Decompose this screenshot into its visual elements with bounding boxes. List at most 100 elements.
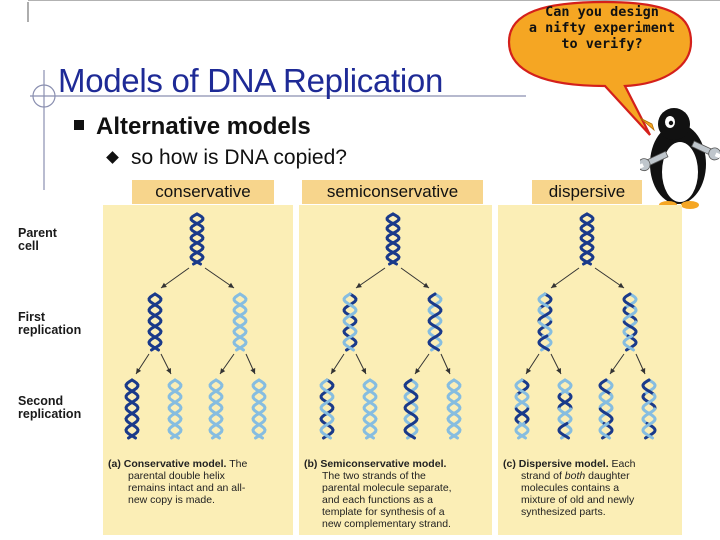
dna-strand — [557, 407, 573, 425]
dna-strand — [342, 292, 358, 352]
arrow-head — [445, 368, 451, 374]
dna-strand — [147, 292, 163, 352]
dna-strand — [642, 378, 657, 396]
row-label-line: replication — [18, 407, 82, 421]
dna-strand — [537, 306, 553, 324]
dna-strand — [641, 407, 657, 425]
dna-strand — [167, 378, 183, 440]
dna-strand — [208, 378, 224, 440]
row-label-line: cell — [18, 239, 39, 253]
arrow-head — [250, 368, 256, 374]
caption-line: strand of both daughter — [503, 470, 681, 482]
caption-line: new copy is made. — [128, 494, 215, 506]
caption-line: (c) Dispersive model. Each — [503, 458, 636, 470]
row-label-second: Second replication — [18, 395, 100, 421]
dna-strand — [514, 407, 530, 425]
caption-tag: (a) — [108, 458, 121, 470]
penguin-icon — [640, 108, 720, 209]
dna-strand — [599, 378, 614, 396]
arrow-head — [556, 368, 561, 374]
caption-line: and each functions as a — [322, 494, 433, 506]
arrow-head — [161, 282, 167, 288]
dna-strand — [622, 320, 638, 338]
dna-strand — [514, 422, 527, 440]
row-label-line: Parent — [18, 226, 57, 240]
arrow-head — [618, 282, 624, 288]
dna-strand — [446, 378, 462, 440]
dna-strand — [598, 407, 614, 425]
dna-strand — [641, 393, 657, 411]
caption-line: (b) Semiconservative model. — [304, 458, 446, 470]
arrow-line — [355, 267, 386, 289]
dna-strand — [189, 212, 205, 266]
caption-dispersive: (c) Dispersive model. Each strand of bot… — [503, 458, 681, 518]
dna-strand — [598, 422, 611, 440]
caption-semiconservative: (b) Semiconservative model. The two stra… — [304, 458, 490, 530]
dna-strand — [598, 378, 613, 396]
dna-strand — [598, 393, 614, 411]
caption-line: (a) Conservative model. The — [108, 458, 247, 470]
dna-strand — [514, 393, 530, 411]
dna-strand — [385, 212, 401, 266]
dna-strand — [537, 320, 553, 338]
dna-strand — [557, 393, 573, 411]
caption-line: template for synthesis of a — [322, 506, 445, 518]
slide-title: Models of DNA Replication — [58, 62, 444, 99]
caption-bold: Conservative model. — [123, 458, 227, 470]
dna-strand — [622, 292, 637, 310]
caption-text: Each — [608, 458, 636, 470]
dna-strand — [515, 378, 530, 396]
row-label-line: Second — [18, 394, 64, 408]
caption-line: synthesized parts. — [521, 506, 606, 518]
dna-strand — [446, 378, 462, 440]
caption-line: mixture of old and newly — [521, 494, 635, 506]
dna-strand — [622, 334, 635, 352]
dna-strand — [319, 378, 335, 440]
callout-bubble — [507, 0, 693, 136]
caption-conservative: (a) Conservative model. The parental dou… — [108, 458, 288, 506]
column-header-dispersive: dispersive — [532, 180, 642, 204]
caption-line: parental double helix — [128, 470, 225, 482]
dna-strand — [537, 292, 552, 310]
square-bullet-icon — [74, 119, 84, 130]
row-label-line: replication — [18, 323, 82, 337]
dna-strand — [232, 292, 248, 352]
arrow-line — [550, 267, 580, 289]
dna-strand — [598, 407, 614, 425]
callout-line: a nifty experiment — [528, 20, 676, 36]
dna-strand — [147, 292, 163, 352]
arrow-head — [220, 368, 226, 374]
caption-line: remains intact and an all- — [128, 482, 246, 494]
dna-strand — [403, 378, 419, 440]
dna-strand — [514, 407, 530, 425]
arrow-head — [361, 368, 366, 374]
caption-text: strand of — [521, 470, 565, 482]
dna-strand — [579, 212, 595, 266]
caption-bold: Semiconservative model. — [320, 458, 447, 470]
dna-strand — [514, 378, 529, 396]
bullet-text: Alternative models — [96, 113, 311, 140]
row-label-parent: Parent cell — [18, 227, 100, 253]
row-label-first: First replication — [18, 311, 100, 337]
arrow-head — [136, 368, 142, 374]
arrow-head — [551, 282, 557, 288]
bullet-text: so how is DNA copied? — [131, 146, 347, 169]
dna-strand — [579, 212, 595, 266]
arrow-line — [594, 267, 625, 289]
dna-strand — [538, 292, 553, 310]
row-label-line: First — [18, 310, 46, 324]
dna-strand — [641, 378, 656, 396]
dna-strand — [558, 378, 573, 396]
dna-strand — [208, 378, 224, 440]
caption-line: new complementary strand. — [322, 518, 451, 530]
bullet-how-copied: so how is DNA copied? — [106, 146, 347, 170]
dna-strand — [622, 320, 638, 338]
dna-strand — [167, 378, 183, 440]
dna-strand — [319, 378, 335, 440]
caption-text: daughter — [585, 470, 630, 482]
dna-strand — [557, 407, 573, 425]
caption-line: The two strands of the — [322, 470, 426, 482]
dna-strand — [232, 292, 248, 352]
bullet-alternative-models: Alternative models — [74, 113, 311, 141]
